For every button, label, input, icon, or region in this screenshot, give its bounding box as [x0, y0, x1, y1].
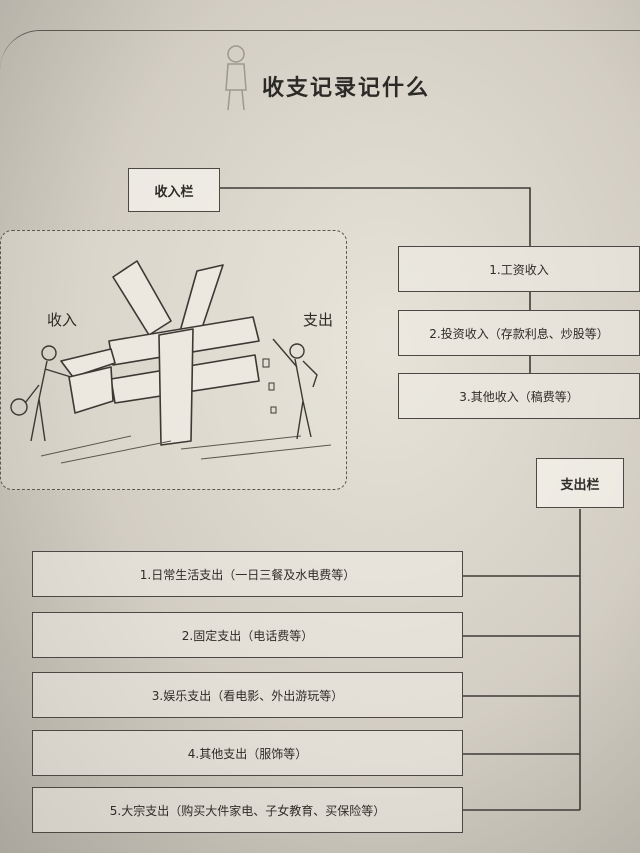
expense-item-label: 1.日常生活支出（一日三餐及水电费等）	[139, 567, 356, 582]
income-item-box: 3.其他收入（稿费等）	[398, 373, 640, 419]
expense-item-box: 1.日常生活支出（一日三餐及水电费等）	[32, 551, 463, 597]
mascot-figure-icon	[225, 45, 247, 111]
expense-item-box: 4.其他支出（服饰等）	[32, 730, 463, 776]
income-side-label: 收入	[47, 311, 78, 329]
income-item-label: 3.其他收入（稿费等）	[459, 389, 579, 404]
income-header-label: 收入栏	[154, 184, 194, 200]
expense-header-box: 支出栏	[536, 458, 624, 508]
yuan-illustration-panel: 收入 支出	[0, 230, 347, 490]
income-item-label: 1.工资收入	[489, 262, 549, 277]
income-item-box: 2.投资收入（存款利息、炒股等）	[398, 310, 640, 356]
expense-item-box: 5.大宗支出（购买大件家电、子女教育、买保险等）	[32, 787, 463, 833]
yuan-sign-icon	[10, 260, 332, 464]
expense-header-label: 支出栏	[560, 477, 600, 493]
income-item-label: 2.投资收入（存款利息、炒股等）	[429, 326, 609, 341]
page-title: 收支记录记什么	[262, 76, 431, 101]
expense-item-label: 2.固定支出（电话费等）	[181, 628, 314, 643]
expense-item-label: 4.其他支出（服饰等）	[187, 746, 308, 761]
expense-item-box: 2.固定支出（电话费等）	[32, 612, 463, 658]
expense-side-label: 支出	[303, 311, 334, 329]
expense-item-label: 3.娱乐支出（看电影、外出游玩等）	[151, 688, 344, 703]
income-header-box: 收入栏	[128, 168, 220, 212]
income-item-box: 1.工资收入	[398, 246, 640, 292]
expense-item-label: 5.大宗支出（购买大件家电、子女教育、买保险等）	[109, 803, 386, 818]
expense-item-box: 3.娱乐支出（看电影、外出游玩等）	[32, 672, 463, 718]
